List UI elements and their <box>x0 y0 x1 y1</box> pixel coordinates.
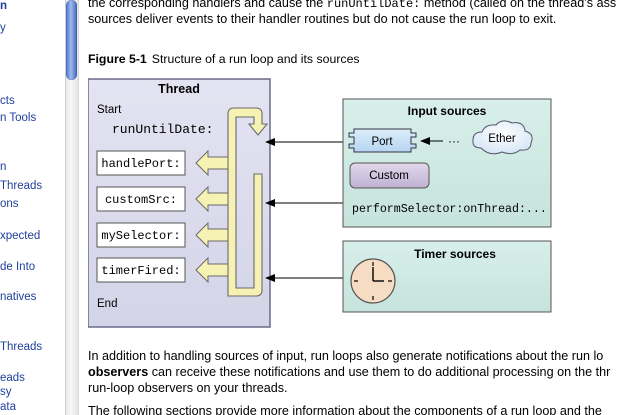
intro-line-1: the corresponding handlers and cause the… <box>88 0 616 12</box>
handler-customsrc: customSrc: <box>96 185 229 213</box>
port-label: Port <box>371 136 393 148</box>
sidebar-item[interactable]: y <box>0 22 6 34</box>
handler-timerfired: timerFired: <box>96 256 229 284</box>
custom-label: Custom <box>369 170 409 182</box>
run-until-date-label: runUntilDate: <box>112 122 213 137</box>
sidebar-item[interactable]: xpected <box>0 230 41 242</box>
thread-title: Thread <box>158 82 200 96</box>
run-loop-figure: Thread Start runUntilDate: End handlePor… <box>88 78 552 328</box>
intro-text: method (called on the thread’s ass <box>420 0 617 10</box>
input-sources-title: Input sources <box>408 104 487 118</box>
perform-selector-label: performSelector:onThread:... <box>352 203 547 216</box>
sidebar-item[interactable]: Threads <box>0 341 43 353</box>
sidebar-item[interactable]: n <box>0 161 7 173</box>
body-paragraph-line: run-loop observers on your threads. <box>88 381 288 395</box>
sidebar-item[interactable]: ons <box>0 198 19 210</box>
sidebar-nav: n y cts n Tools n Threads ons xpected de… <box>0 0 79 415</box>
thread-end-label: End <box>97 298 117 310</box>
figure-caption: Figure 5-1 Structure of a run loop and it… <box>88 52 360 66</box>
ether-cloud-icon <box>472 120 533 155</box>
sidebar-item[interactable]: n Tools <box>0 112 37 124</box>
intro-line-2: sources deliver events to their handler … <box>88 12 557 26</box>
handler-label: customSrc: <box>105 193 177 207</box>
body-paragraph-line: The following sections provide more info… <box>88 404 602 415</box>
sidebar-scrollbar-thumb[interactable] <box>66 0 77 80</box>
handler-label: handlePort: <box>101 157 180 171</box>
handler-label: timerFired: <box>101 264 180 278</box>
sidebar-item[interactable]: n <box>0 0 8 12</box>
thread-start-label: Start <box>97 104 122 116</box>
body-paragraph-line: observers can receive these notification… <box>88 364 610 380</box>
handler-handleport: handlePort: <box>96 149 229 177</box>
sidebar-item[interactable]: cts <box>0 95 15 107</box>
sidebar-item[interactable]: sy <box>0 386 12 398</box>
body-paragraph-line: In addition to handling sources of input… <box>88 349 604 363</box>
body-text: can receive these notifications and use … <box>148 365 611 379</box>
handler-myselector: mySelector: <box>96 221 229 249</box>
ellipsis-dots: ··· <box>448 134 460 148</box>
input-sources-panel: Input sources Port ··· Ether Custom perf… <box>342 98 552 228</box>
inline-code: runUntilDate: <box>326 0 421 11</box>
port-icon <box>348 128 417 153</box>
observers-term: observers <box>88 365 149 379</box>
timer-sources-title: Timer sources <box>414 247 496 261</box>
run-loop-arrow <box>227 107 269 297</box>
sidebar-item[interactable]: eads <box>0 372 25 384</box>
intro-text: the corresponding handlers and cause the <box>88 0 327 10</box>
sidebar-item[interactable]: de Into <box>0 261 36 273</box>
article-content: the corresponding handlers and cause the… <box>88 0 634 415</box>
figure-label: Figure 5-1 <box>88 52 147 66</box>
figure-caption-text: Structure of a run loop and its sources <box>151 52 360 66</box>
sidebar-item[interactable]: Threads <box>0 180 43 192</box>
sidebar-item[interactable]: ata <box>0 401 16 413</box>
sidebar-item[interactable]: natives <box>0 291 37 303</box>
clock-icon <box>350 258 396 304</box>
timer-sources-panel: Timer sources <box>342 240 552 313</box>
ether-label: Ether <box>488 133 516 145</box>
custom-source-box <box>349 162 430 189</box>
sidebar-scrollbar-track[interactable] <box>65 0 78 415</box>
handler-label: mySelector: <box>101 229 180 243</box>
